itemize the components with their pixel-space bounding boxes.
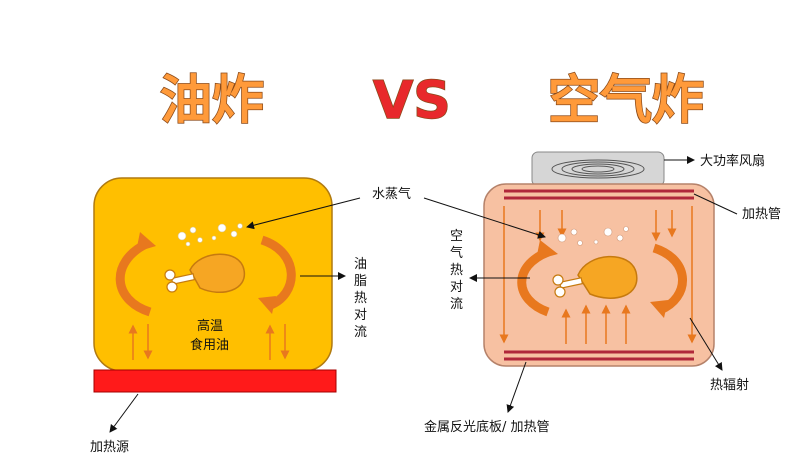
label-heating-tube: 加热管 bbox=[742, 207, 781, 222]
air-fryer-panel: 大功率风扇 加热管 空 气 热 对 流 热辐射 金属反光底板/ 加热管 bbox=[423, 151, 781, 435]
convection-arrowhead-right bbox=[258, 296, 276, 314]
svg-text:脂: 脂 bbox=[354, 274, 367, 289]
airflow-arrows bbox=[499, 206, 697, 344]
label-high-temp: 高温 bbox=[197, 318, 223, 334]
heating-tube-pointer bbox=[693, 193, 738, 215]
svg-text:流: 流 bbox=[450, 297, 463, 312]
svg-text:气: 气 bbox=[450, 245, 463, 261]
label-oil-convection: 油 脂 热 对 流 bbox=[354, 257, 367, 340]
chicken-drumstick-right bbox=[552, 255, 638, 299]
svg-text:对: 对 bbox=[354, 308, 367, 323]
label-fan: 大功率风扇 bbox=[700, 153, 765, 169]
svg-text:油: 油 bbox=[354, 257, 367, 272]
heat-source-pointer bbox=[109, 393, 139, 433]
fan-icon bbox=[551, 159, 645, 179]
bottom-plate-pointer bbox=[506, 361, 527, 413]
label-air-convection: 空 气 热 对 流 bbox=[450, 229, 463, 312]
steam-pointer-left bbox=[246, 197, 361, 230]
svg-text:热: 热 bbox=[354, 291, 367, 306]
chicken-drumstick-left bbox=[164, 253, 246, 293]
label-bottom-plate: 金属反光底板/ 加热管 bbox=[424, 419, 550, 435]
convection-arrow-left bbox=[115, 239, 152, 317]
svg-text:空: 空 bbox=[450, 229, 463, 244]
radiation-pointer bbox=[689, 317, 723, 371]
deep-fry-panel: 高温 食用油 油 脂 热 对 流 加热源 bbox=[90, 177, 367, 455]
label-radiation: 热辐射 bbox=[710, 377, 749, 393]
convection-arrow-right bbox=[260, 235, 296, 311]
steam-bubbles-left bbox=[177, 223, 243, 247]
label-heat-source: 加热源 bbox=[90, 440, 129, 455]
label-cooking-oil: 食用油 bbox=[190, 337, 229, 353]
title-air-fryer: 空气炸 bbox=[548, 71, 704, 131]
svg-text:流: 流 bbox=[354, 325, 367, 340]
title-deep-fry: 油炸 bbox=[160, 71, 264, 131]
label-steam: 水蒸气 bbox=[372, 186, 411, 202]
steam-bubbles-right bbox=[557, 226, 629, 246]
svg-text:对: 对 bbox=[450, 280, 463, 295]
oil-flow-arrows bbox=[128, 324, 290, 360]
heating-plate bbox=[93, 369, 337, 393]
svg-text:热: 热 bbox=[450, 263, 463, 278]
air-convection-arrow-right bbox=[652, 243, 687, 315]
title-vs: VS bbox=[373, 71, 451, 131]
steam-pointer-right bbox=[423, 197, 546, 239]
convection-arrowhead-left bbox=[136, 232, 156, 252]
air-convection-arrowhead-right bbox=[650, 300, 668, 318]
air-convection-arrowhead-left bbox=[536, 240, 558, 260]
